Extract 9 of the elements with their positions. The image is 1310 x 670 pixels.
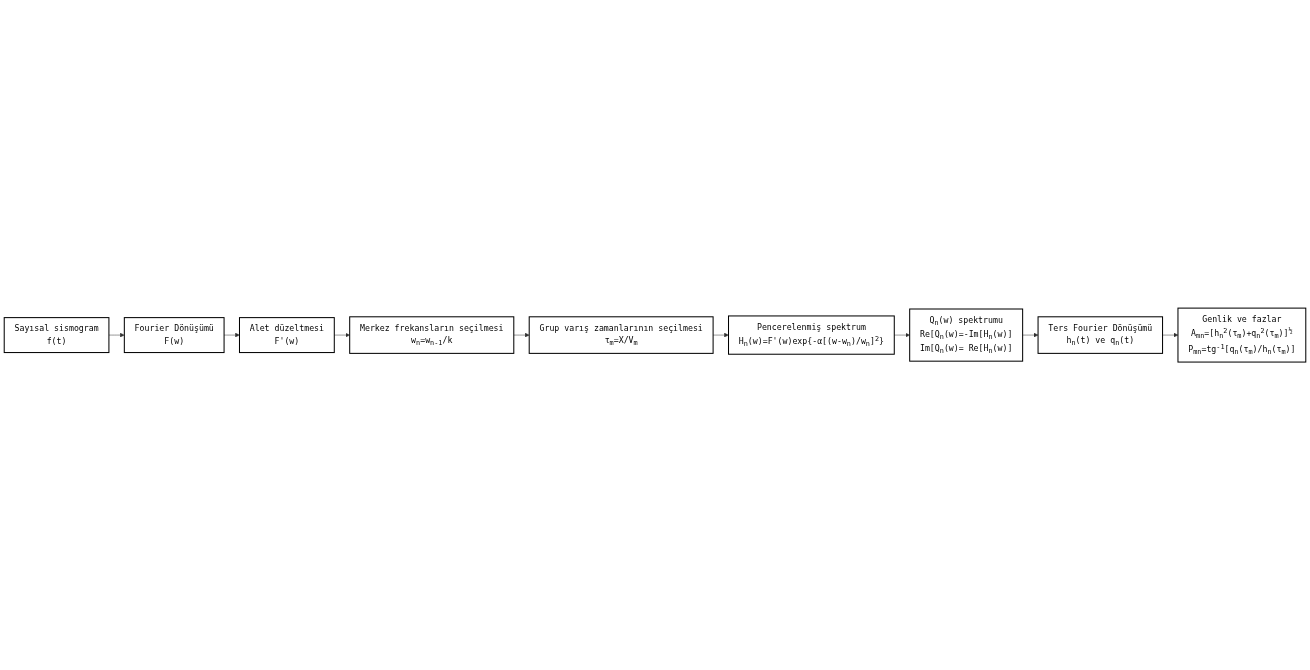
node-box: Grup varış zamanlarının seçilmesi τ$_{m}$=X/V$_{m}$ <box>528 316 714 354</box>
node-box: Sayısal sismogram f(t) <box>3 317 110 353</box>
node-box: Genlik ve fazlar A$_{mn}$=[h$_{n}$$^{2}$(τ$_{m}$)+q$_{n}$$^{2}$(τ$_{m}$)]$^{½}$ P$_{mn}$=tg$^{-1}$[q$_{n}$(τ$_{m}$)/h$_{n}$(τ$_{m}$)] <box>1177 307 1307 363</box>
node-box: Alet düzeltmesi F'(w) <box>238 317 335 353</box>
node-box: Merkez frekansların seçilmesi w$_{n}$=w$_{n-1}$/k <box>349 316 515 354</box>
node-box: Ters Fourier Dönüşümü h$_{n}$(t) ve q$_{n}$(t) <box>1037 316 1164 354</box>
node-box: Pencerelenmiş spektrum H$_{n}$(w)=F'(w)exp{-α[(w-w$_{n}$)/w$_{n}$]$^{2}$} <box>728 315 895 355</box>
node-box: Fourier Dönüşümü F(w) <box>123 317 225 353</box>
node-box: Q$_{n}$(w) spektrumu Re[Q$_{n}$(w)=-Im[H$_{n}$(w)] Im[Q$_{n}$(w)= Re[H$_{n}$(w)] <box>909 308 1024 362</box>
